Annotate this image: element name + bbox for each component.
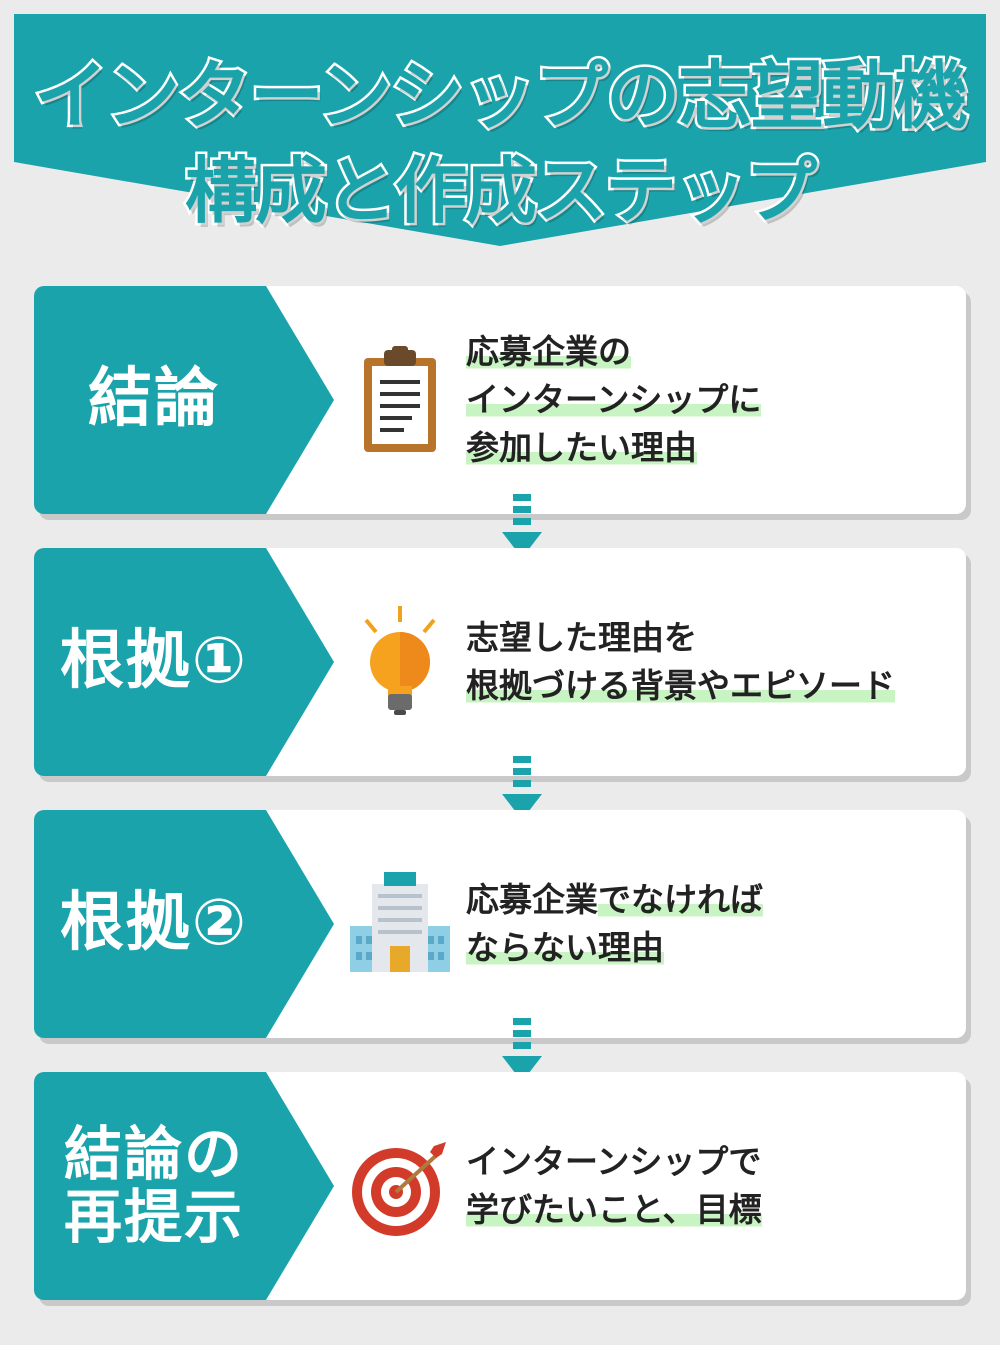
step-card-conclusion: 結論 応募企業の インターンシップに 参加したい理由 bbox=[34, 286, 966, 514]
banner-shape bbox=[14, 14, 986, 246]
office-building-icon bbox=[350, 864, 450, 984]
step-description: 応募企業でなければ ならない理由 bbox=[466, 810, 962, 1038]
step-chevron bbox=[34, 810, 334, 1038]
step-label: 根拠① bbox=[59, 624, 249, 699]
description-line: 志望した理由を bbox=[466, 618, 697, 657]
step-description: インターンシップで 学びたいこと、目標 bbox=[466, 1072, 962, 1300]
step-chevron bbox=[34, 286, 334, 514]
description-line: 根拠づける背景やエピソード bbox=[466, 666, 895, 705]
description-line: 参加したい理由 bbox=[466, 428, 697, 467]
description-line: 応募企業でなければ bbox=[466, 880, 763, 919]
step-description: 応募企業の インターンシップに 参加したい理由 bbox=[466, 286, 962, 514]
step-card-conclusion-restate: 結論の 再提示 インターンシップで 学びたいこと、目標 bbox=[34, 1072, 966, 1300]
step-chevron bbox=[34, 1072, 334, 1300]
description-line: 応募企業の bbox=[466, 332, 631, 371]
step-label: 結論 bbox=[88, 362, 220, 437]
page-title-line-1: インターンシップの志望動機 bbox=[31, 51, 970, 142]
clipboard-icon bbox=[350, 340, 450, 460]
step-description: 志望した理由を 根拠づける背景やエピソード bbox=[466, 548, 962, 776]
description-line: インターンシップに bbox=[466, 380, 762, 419]
description-line: インターンシップで bbox=[466, 1142, 762, 1181]
down-arrow-icon bbox=[502, 756, 542, 820]
step-card-reason-2: 根拠② 応募企業でなければ ならない理由 bbox=[34, 810, 966, 1038]
step-card-reason-1: 根拠① 志望した理由を 根拠づける背景やエピソード bbox=[34, 548, 966, 776]
step-label: 結論の 再提示 bbox=[63, 1120, 244, 1251]
title-banner: インターンシップの志望動機 構成と作成ステップ bbox=[14, 14, 986, 254]
lightbulb-icon bbox=[350, 602, 450, 722]
description-line: ならない理由 bbox=[466, 928, 664, 967]
target-icon bbox=[350, 1126, 450, 1246]
step-label: 根拠② bbox=[59, 886, 249, 961]
down-arrow-icon bbox=[502, 1018, 542, 1082]
down-arrow-icon bbox=[502, 494, 542, 558]
description-line: 学びたいこと、目標 bbox=[466, 1190, 762, 1229]
step-chevron bbox=[34, 548, 334, 776]
page-title-line-2: 構成と作成ステップ bbox=[182, 147, 819, 236]
